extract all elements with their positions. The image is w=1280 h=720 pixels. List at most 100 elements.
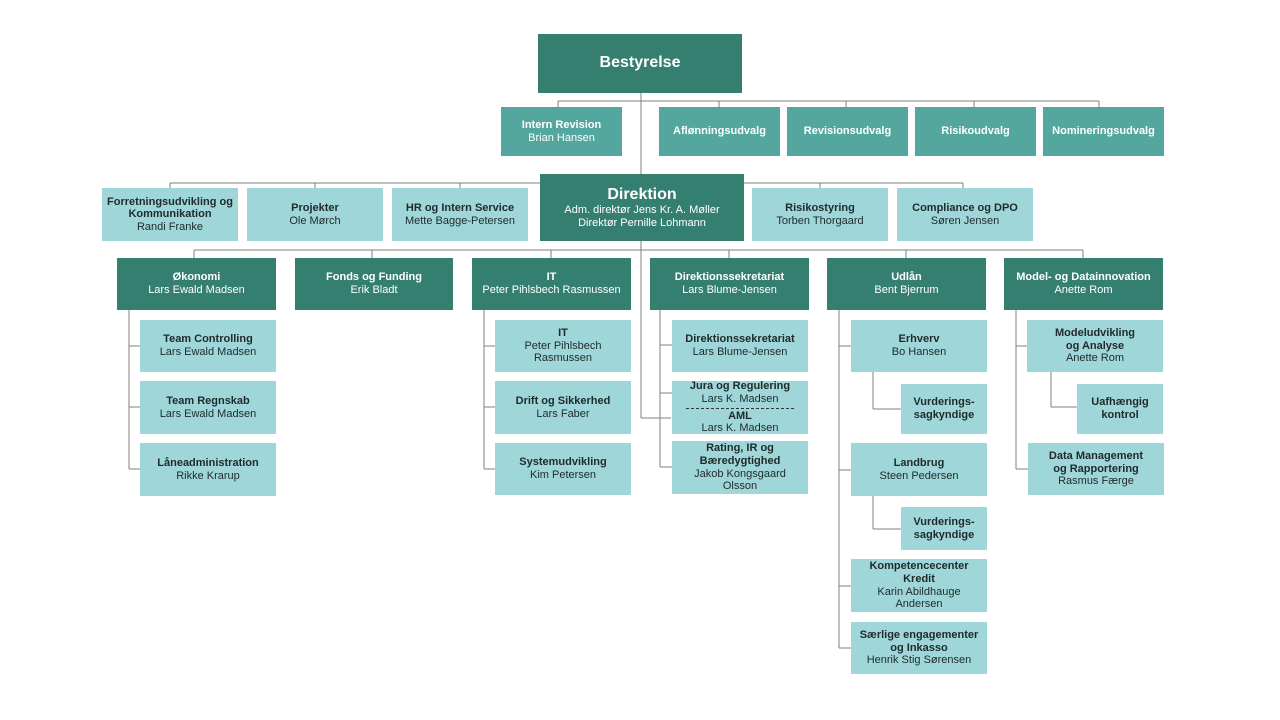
unit-name: Jakob Kongsgaard Olsson (694, 467, 786, 493)
staff-name: Ole Mørch (289, 214, 341, 227)
staff-title: HR og Intern Service (405, 201, 515, 214)
department-name: Lars Blume-Jensen (682, 284, 777, 296)
jura-title: Jura og Regulering (689, 380, 791, 393)
unit-name: Lars Blume-Jensen (692, 346, 788, 358)
unit-name: Bo Hansen (891, 346, 947, 358)
unit-title: Landbrug (893, 456, 945, 469)
unit-title: Modeludvikling og Analyse (1054, 327, 1136, 352)
jura-name: Lars K. Madsen (701, 392, 779, 405)
staff-name: Søren Jensen (930, 214, 1000, 227)
intern-revision-title: Intern Revision (521, 118, 602, 131)
department-box: Udlån Bent Bjerrum (827, 258, 986, 310)
unit-name: Rikke Krarup (176, 469, 240, 482)
board-box: Bestyrelse (538, 34, 742, 93)
committee-title: Revisionsudvalg (803, 125, 892, 138)
unit-title: Data Management og Rapportering (1048, 450, 1144, 475)
intern-revision-box: Intern Revision Brian Hansen (501, 107, 622, 156)
department-title: Økonomi (172, 271, 221, 284)
staff-box: Projekter Ole Mørch (247, 188, 383, 241)
unit-name: Karin Abildhauge Andersen (877, 585, 961, 611)
direktion-line2: Direktør Pernille Lohmann (578, 216, 706, 229)
committee-box: Revisionsudvalg (787, 107, 908, 156)
okonomi-unit-box: Låneadministration Rikke Krarup (140, 443, 276, 496)
unit-name: Lars Faber (536, 407, 590, 420)
department-name: Peter Pihlsbech Rasmussen (482, 284, 621, 296)
okonomi-unit-box: Team Controlling Lars Ewald Madsen (140, 320, 276, 372)
unit-name: Henrik Stig Sørensen (866, 654, 972, 667)
unit-name: Lars Ewald Madsen (159, 346, 257, 358)
unit-title: Rating, IR og Bæredygtighed (699, 442, 781, 467)
committee-box: Aflønningsudvalg (659, 107, 780, 156)
okonomi-unit-box: Team Regnskab Lars Ewald Madsen (140, 381, 276, 434)
staff-title: Compliance og DPO (912, 201, 1018, 214)
committee-title: Aflønningsudvalg (673, 125, 766, 138)
unit-title: Team Controlling (163, 333, 253, 346)
unit-name: Rasmus Færge (1058, 475, 1134, 488)
unit-title: IT (558, 327, 568, 340)
committee-title: Nomineringsudvalg (1052, 125, 1155, 138)
staff-title: Forretningsudvikling og Kommunikation (107, 195, 233, 221)
unit-title: Drift og Sikkerhed (515, 394, 611, 407)
department-title: Udlån (891, 271, 922, 284)
staff-name: Torben Thorgaard (776, 214, 864, 227)
staff-name: Randi Franke (136, 220, 204, 233)
staff-box: Risikostyring Torben Thorgaard (752, 188, 888, 241)
udlan-unit-box: Særlige engagementer og Inkasso Henrik S… (851, 622, 987, 674)
direktion-line1: Adm. direktør Jens Kr. A. Møller (564, 204, 720, 217)
unit-title: Erhverv (898, 333, 940, 346)
it-unit-box: Drift og Sikkerhed Lars Faber (495, 381, 631, 434)
sekretariat-unit-box: Rating, IR og Bæredygtighed Jakob Kongsg… (672, 441, 808, 494)
vurderings-box: Vurderings-sagkyndige (901, 507, 987, 550)
unit-name: Anette Rom (1065, 352, 1125, 365)
committee-title: Risikoudvalg (941, 125, 1010, 138)
staff-name: Mette Bagge-Petersen (404, 214, 516, 227)
board-title: Bestyrelse (599, 54, 681, 72)
aml-title: AML (728, 409, 752, 422)
committee-box: Nomineringsudvalg (1043, 107, 1164, 156)
department-name: Anette Rom (1054, 284, 1113, 296)
direktion-title: Direktion (607, 185, 677, 203)
udlan-unit-box: Erhverv Bo Hansen (851, 320, 987, 372)
department-box: Økonomi Lars Ewald Madsen (117, 258, 276, 310)
department-box: Direktionssekretariat Lars Blume-Jensen (650, 258, 809, 310)
udlan-unit-box: Landbrug Steen Pedersen (851, 443, 987, 496)
department-title: Fonds og Funding (326, 271, 422, 284)
unit-title: Systemudvikling (519, 456, 607, 469)
model-unit-box: Modeludvikling og Analyse Anette Rom (1027, 320, 1163, 372)
unit-name: Kim Petersen (529, 469, 597, 481)
unit-title: Vurderings-sagkyndige (913, 515, 975, 541)
unit-name: Lars Ewald Madsen (159, 407, 257, 420)
unit-title: Låneadministration (157, 456, 259, 469)
it-unit-box: IT Peter Pihlsbech Rasmussen (495, 320, 631, 372)
committee-box: Risikoudvalg (915, 107, 1036, 156)
unit-name: Steen Pedersen (879, 469, 959, 482)
unit-title: Vurderings-sagkyndige (913, 396, 975, 421)
unit-name: Peter Pihlsbech Rasmussen (524, 339, 602, 365)
staff-title: Risikostyring (785, 201, 855, 214)
unit-title: Direktionssekretariat (685, 333, 795, 346)
department-title: Model- og Datainnovation (1016, 271, 1151, 284)
department-box: IT Peter Pihlsbech Rasmussen (472, 258, 631, 310)
aml-name: Lars K. Madsen (701, 422, 779, 435)
unit-title: Uafhængig kontrol (1091, 396, 1149, 421)
intern-revision-name: Brian Hansen (528, 131, 595, 144)
department-title: IT (546, 271, 557, 284)
it-unit-box: Systemudvikling Kim Petersen (495, 443, 631, 495)
model-unit-box: Data Management og Rapportering Rasmus F… (1028, 443, 1164, 495)
uafhaengig-box: Uafhængig kontrol (1077, 384, 1163, 434)
staff-box: Forretningsudvikling og Kommunikation Ra… (102, 188, 238, 241)
department-box: Fonds og Funding Erik Bladt (295, 258, 453, 310)
unit-title: Kompetencecenter Kredit (869, 560, 969, 585)
sekretariat-unit-box: Direktionssekretariat Lars Blume-Jensen (672, 320, 808, 372)
department-box: Model- og Datainnovation Anette Rom (1004, 258, 1163, 310)
dashed-divider (686, 407, 794, 409)
udlan-unit-box: Kompetencecenter Kredit Karin Abildhauge… (851, 559, 987, 612)
staff-box: HR og Intern Service Mette Bagge-Peterse… (392, 188, 528, 241)
unit-title: Team Regnskab (166, 394, 250, 407)
direktion-box: Direktion Adm. direktør Jens Kr. A. Møll… (540, 174, 744, 241)
department-name: Lars Ewald Madsen (148, 284, 245, 296)
staff-box: Compliance og DPO Søren Jensen (897, 188, 1033, 241)
unit-title: Særlige engagementer og Inkasso (859, 629, 979, 654)
department-name: Bent Bjerrum (874, 284, 939, 296)
